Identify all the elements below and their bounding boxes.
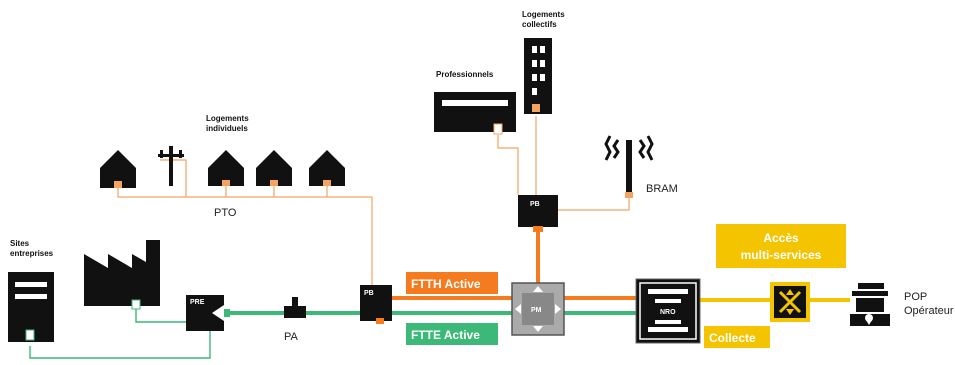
factory-link-line xyxy=(135,308,190,323)
pop-icon xyxy=(850,283,890,326)
antenna-icon xyxy=(604,135,654,198)
nro-node: NRO xyxy=(635,278,701,344)
house-icon-2 xyxy=(208,150,244,186)
house-icon-3 xyxy=(256,150,292,186)
pto-link-pole xyxy=(160,159,187,197)
collectifs-building-icon xyxy=(524,38,552,114)
logements-col-label-2: collectifs xyxy=(522,20,557,29)
logements-ind-label-1: Logements xyxy=(206,114,249,123)
pb-top-label: PB xyxy=(530,201,540,208)
ftth-tag-label: FTTH Active xyxy=(411,277,481,291)
pre-node: PRE xyxy=(186,295,230,331)
pop-label-2: Opérateur xyxy=(904,305,954,317)
factory-icon xyxy=(84,240,160,310)
pto-link-line xyxy=(117,188,373,285)
acces-tag-label-2: multi-services xyxy=(741,248,822,262)
sites-label-1: Sites xyxy=(10,239,30,248)
pm-label: PM xyxy=(531,307,542,314)
pb-left-node: PB xyxy=(360,285,392,324)
switch-icon xyxy=(770,282,810,322)
ftte-tag-label: FTTE Active xyxy=(411,328,480,342)
collecte-tag-label: Collecte xyxy=(709,331,756,345)
professionnels-building-icon xyxy=(434,92,516,135)
pb-left-label: PB xyxy=(364,290,374,297)
nro-label: NRO xyxy=(660,309,676,316)
pre-label: PRE xyxy=(190,299,205,306)
sites-label-2: entreprises xyxy=(10,249,54,258)
logements-col-label-1: Logements xyxy=(522,10,565,19)
pro-link-line xyxy=(497,135,519,195)
sites-link-line xyxy=(29,330,211,359)
house-icon-4 xyxy=(309,150,345,186)
pto-label: PTO xyxy=(214,207,237,219)
pm-node: PM xyxy=(511,282,565,336)
professionnels-label: Professionnels xyxy=(436,70,494,79)
collecte-tag xyxy=(704,326,770,348)
pb-top-node: PB xyxy=(518,195,558,232)
house-icon-1 xyxy=(100,150,136,188)
logements-ind-label-2: individuels xyxy=(206,124,248,133)
pa-icon xyxy=(284,297,306,318)
pole-icon xyxy=(158,146,184,186)
bram-link-line xyxy=(558,196,630,211)
ftth-tag xyxy=(406,272,498,294)
bram-label: BRAM xyxy=(646,183,678,195)
pa-label: PA xyxy=(284,331,299,343)
acces-tag xyxy=(716,224,846,268)
acces-tag-label-1: Accès xyxy=(763,231,799,245)
pop-label-1: POP xyxy=(904,291,927,303)
ftte-tag xyxy=(406,323,498,345)
